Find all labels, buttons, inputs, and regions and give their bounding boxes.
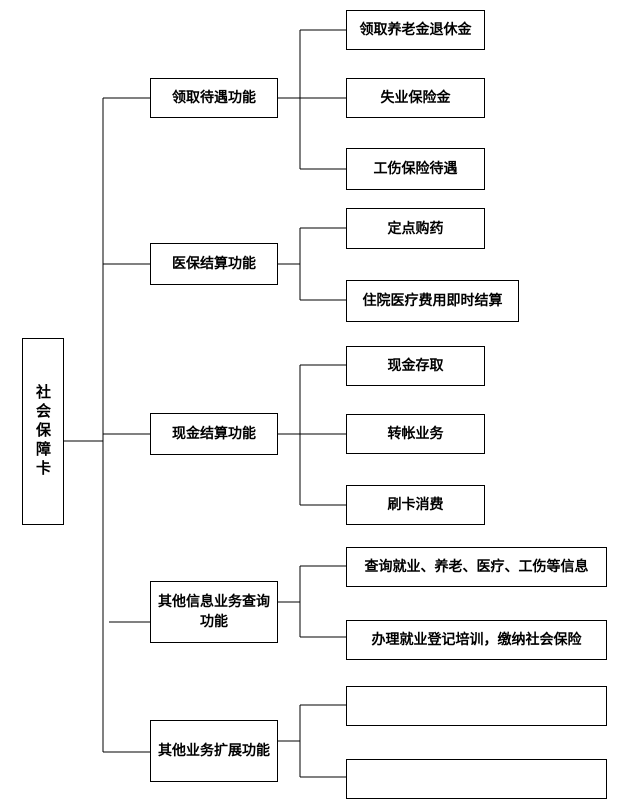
leaf-label: 查询就业、养老、医疗、工伤等信息 (364, 559, 589, 575)
leaf-node-empty (346, 759, 607, 799)
leaf-label: 住院医疗费用即时结算 (362, 293, 503, 309)
branch-node-5: 其他业务扩展功能 (150, 720, 278, 782)
leaf-node: 住院医疗费用即时结算 (346, 280, 519, 322)
branch-label: 现金结算功能 (172, 426, 256, 442)
leaf-label: 刷卡消费 (387, 497, 444, 513)
root-node: 社会保障卡 (22, 338, 64, 525)
branch-label: 领取待遇功能 (172, 90, 256, 106)
leaf-node: 转帐业务 (346, 414, 485, 454)
branch-node-2: 医保结算功能 (150, 243, 278, 285)
leaf-node: 失业保险金 (346, 78, 485, 118)
leaf-node: 刷卡消费 (346, 485, 485, 525)
leaf-node: 领取养老金退休金 (346, 10, 485, 50)
leaf-node: 查询就业、养老、医疗、工伤等信息 (346, 547, 607, 587)
leaf-label: 失业保险金 (380, 90, 451, 106)
branch-label: 医保结算功能 (172, 256, 256, 272)
leaf-node: 办理就业登记培训，缴纳社会保险 (346, 620, 607, 660)
branch-node-1: 领取待遇功能 (150, 78, 278, 118)
root-label: 社会保障卡 (34, 384, 52, 479)
branch-node-4: 其他信息业务查询功能 (150, 581, 278, 643)
leaf-node: 现金存取 (346, 346, 485, 386)
leaf-label: 定点购药 (387, 220, 444, 237)
leaf-node: 工伤保险待遇 (346, 148, 485, 190)
leaf-label: 领取养老金退休金 (359, 22, 472, 38)
branch-node-3: 现金结算功能 (150, 413, 278, 455)
leaf-label: 办理就业登记培训，缴纳社会保险 (371, 632, 582, 648)
leaf-label: 现金存取 (387, 358, 444, 374)
leaf-label: 转帐业务 (387, 426, 444, 442)
leaf-node: 定点购药 (346, 208, 485, 249)
branch-label: 其他信息业务查询功能 (158, 594, 270, 630)
leaf-label: 工伤保险待遇 (373, 161, 458, 177)
leaf-node-empty (346, 686, 607, 726)
branch-label: 其他业务扩展功能 (158, 743, 270, 759)
